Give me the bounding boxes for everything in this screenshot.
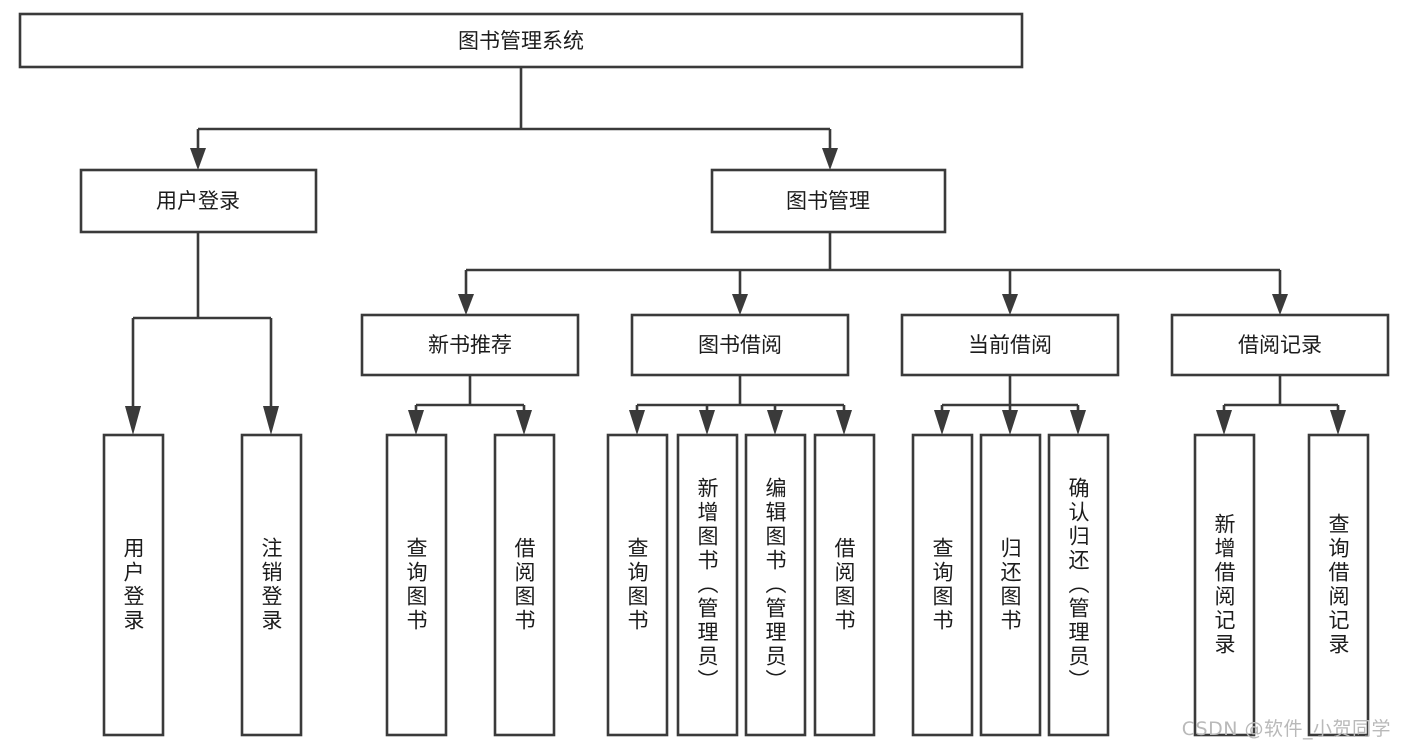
arrow-leaf-return-book xyxy=(1002,410,1018,435)
node-leaf-query-book-3-label: 查询图书 xyxy=(930,537,954,633)
node-leaf-query-book-1-label: 查询图书 xyxy=(404,537,428,633)
arrow-leaf-edit-book xyxy=(767,410,783,435)
node-borrow-record-label: 借阅记录 xyxy=(1238,333,1322,357)
arrow-leaf-query-book-1 xyxy=(408,410,424,435)
node-leaf-user-login-label: 用户登录 xyxy=(121,537,145,633)
node-leaf-confirm-return[interactable]: 确认归还（管理员） xyxy=(1047,433,1110,737)
node-current-borrow[interactable]: 当前借阅 xyxy=(900,313,1120,377)
node-leaf-return-book[interactable]: 归还图书 xyxy=(979,433,1042,737)
arrow-leaf-add-record xyxy=(1216,410,1232,435)
node-leaf-edit-book-box[interactable] xyxy=(744,433,807,737)
node-new-book-recommend-box[interactable] xyxy=(360,313,580,377)
node-new-book-recommend[interactable]: 新书推荐 xyxy=(360,313,580,377)
node-leaf-query-book-2-box[interactable] xyxy=(606,433,669,737)
node-leaf-borrow-book-2-box[interactable] xyxy=(813,433,876,737)
node-leaf-borrow-book-2[interactable]: 借阅图书 xyxy=(813,433,876,737)
node-leaf-query-book-3[interactable]: 查询图书 xyxy=(911,433,974,737)
node-leaf-query-record-label: 查询借阅记录 xyxy=(1326,513,1350,657)
node-user-login[interactable]: 用户登录 xyxy=(79,168,318,234)
node-leaf-borrow-book-1-box[interactable] xyxy=(493,433,556,737)
node-leaf-query-record[interactable]: 查询借阅记录 xyxy=(1307,433,1370,737)
node-leaf-confirm-return-box[interactable] xyxy=(1047,433,1110,737)
node-leaf-confirm-return-label: 确认归还（管理员） xyxy=(1066,477,1090,693)
node-leaf-edit-book-label: 编辑图书（管理员） xyxy=(763,477,787,693)
arrow-borrow-record xyxy=(1272,294,1288,315)
arrow-leaf-borrow-book-2 xyxy=(836,410,852,435)
node-leaf-query-book-1[interactable]: 查询图书 xyxy=(385,433,448,737)
node-leaf-add-record[interactable]: 新增借阅记录 xyxy=(1193,433,1256,737)
node-leaf-borrow-book-2-label: 借阅图书 xyxy=(832,537,856,633)
arrow-current-borrow xyxy=(1002,294,1018,315)
node-leaf-query-book-2[interactable]: 查询图书 xyxy=(606,433,669,737)
node-leaf-user-logout-label: 注销登录 xyxy=(259,537,283,633)
node-root-label: 图书管理系统 xyxy=(458,29,584,53)
node-leaf-add-book-label: 新增图书（管理员） xyxy=(695,477,719,693)
node-current-borrow-box[interactable] xyxy=(900,313,1120,377)
node-book-manage[interactable]: 图书管理 xyxy=(710,168,947,234)
node-leaf-borrow-book-1[interactable]: 借阅图书 xyxy=(493,433,556,737)
arrow-book-manage xyxy=(822,148,838,170)
node-leaf-query-book-1-box[interactable] xyxy=(385,433,448,737)
node-leaf-user-logout[interactable]: 注销登录 xyxy=(240,433,303,737)
node-leaf-borrow-book-1-label: 借阅图书 xyxy=(512,537,536,633)
node-current-borrow-label: 当前借阅 xyxy=(968,333,1052,357)
node-leaf-add-book-box[interactable] xyxy=(676,433,739,737)
node-book-manage-label: 图书管理 xyxy=(786,189,870,213)
arrow-book-borrow xyxy=(732,294,748,315)
node-leaf-add-record-box[interactable] xyxy=(1193,433,1256,737)
node-leaf-add-book[interactable]: 新增图书（管理员） xyxy=(676,433,739,737)
connector-layer xyxy=(125,67,1346,435)
node-user-login-box[interactable] xyxy=(79,168,318,234)
node-leaf-query-book-2-label: 查询图书 xyxy=(625,537,649,633)
arrow-leaf-query-record xyxy=(1330,410,1346,435)
arrow-leaf-user-logout xyxy=(263,406,279,435)
arrow-leaf-query-book-3 xyxy=(934,410,950,435)
arrow-leaf-user-login xyxy=(125,406,141,435)
node-book-borrow-box[interactable] xyxy=(630,313,850,377)
node-leaf-query-record-box[interactable] xyxy=(1307,433,1370,737)
node-borrow-record-box[interactable] xyxy=(1170,313,1390,377)
node-leaf-user-logout-box[interactable] xyxy=(240,433,303,737)
node-leaf-user-login[interactable]: 用户登录 xyxy=(102,433,165,737)
node-leaf-edit-book[interactable]: 编辑图书（管理员） xyxy=(744,433,807,737)
node-root-box[interactable] xyxy=(18,12,1024,69)
node-leaf-return-book-box[interactable] xyxy=(979,433,1042,737)
node-leaf-user-login-box[interactable] xyxy=(102,433,165,737)
node-book-borrow[interactable]: 图书借阅 xyxy=(630,313,850,377)
arrow-leaf-confirm-return xyxy=(1070,410,1086,435)
arrow-new-book xyxy=(458,294,474,315)
node-leaf-add-record-label: 新增借阅记录 xyxy=(1212,513,1236,657)
arrow-leaf-query-book-2 xyxy=(629,410,645,435)
node-borrow-record[interactable]: 借阅记录 xyxy=(1170,313,1390,377)
node-book-borrow-label: 图书借阅 xyxy=(698,333,782,357)
arrow-leaf-add-book xyxy=(699,410,715,435)
node-user-login-label: 用户登录 xyxy=(156,189,240,213)
node-leaf-query-book-3-box[interactable] xyxy=(911,433,974,737)
node-new-book-recommend-label: 新书推荐 xyxy=(428,333,512,357)
arrow-leaf-borrow-book-1 xyxy=(516,410,532,435)
arrow-user-login xyxy=(190,148,206,170)
node-root[interactable]: 图书管理系统 xyxy=(18,12,1024,69)
node-leaf-return-book-label: 归还图书 xyxy=(998,537,1022,633)
node-book-manage-box[interactable] xyxy=(710,168,947,234)
